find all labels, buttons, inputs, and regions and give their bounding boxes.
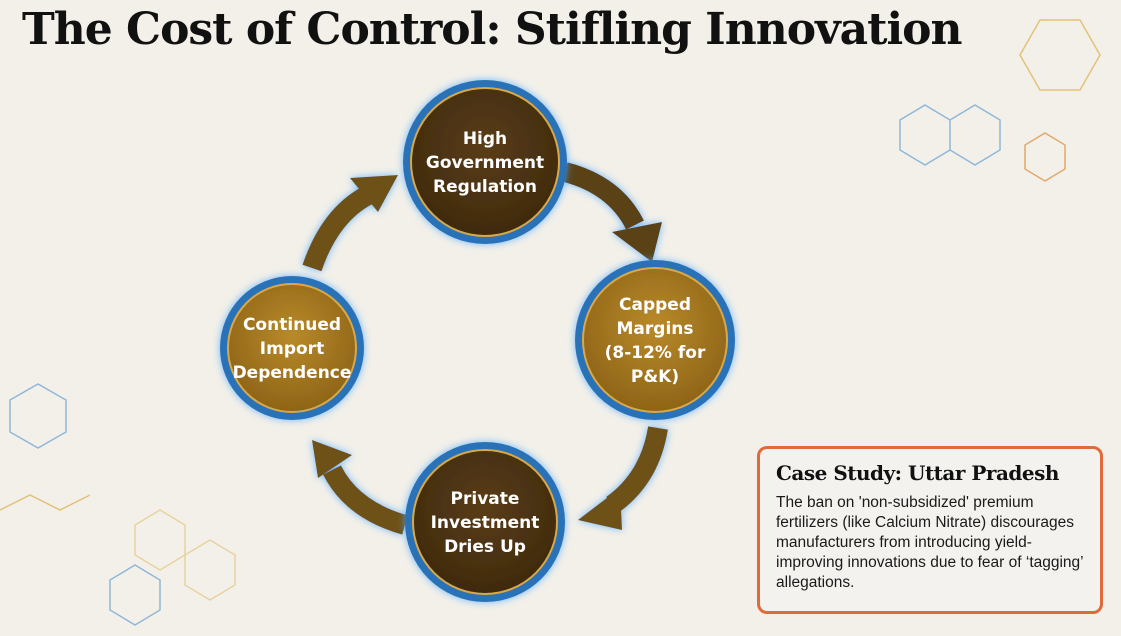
node-label: Continued bbox=[243, 315, 341, 335]
arrowhead-icon bbox=[578, 488, 622, 530]
arrowhead-icon bbox=[350, 175, 398, 212]
node-label: High bbox=[463, 129, 507, 149]
node-label: Dries Up bbox=[444, 537, 526, 557]
node-label: Regulation bbox=[433, 177, 537, 197]
node-label: Private bbox=[451, 489, 520, 509]
node-label: Capped bbox=[619, 295, 691, 315]
arrowhead-icon bbox=[312, 440, 352, 478]
arrow-regulation-to-margins bbox=[562, 162, 644, 230]
node-label: Dependence bbox=[233, 363, 352, 383]
node-label: Import bbox=[260, 339, 324, 359]
arrow-investment-to-import bbox=[323, 465, 408, 535]
node-label: Investment bbox=[431, 513, 540, 533]
node-label: (8-12% for bbox=[605, 343, 706, 363]
molecule-decoration bbox=[0, 19, 1101, 626]
case-study-box: Case Study: Uttar Pradesh The ban on 'no… bbox=[757, 446, 1103, 614]
node-circle bbox=[410, 87, 560, 237]
node-circle bbox=[582, 267, 728, 413]
node-label: Government bbox=[426, 153, 544, 173]
page-title: The Cost of Control: Stifling Innovation bbox=[22, 4, 963, 55]
node-label: P&K) bbox=[631, 367, 679, 387]
cycle-arrows bbox=[302, 162, 668, 535]
node-label: Margins bbox=[617, 319, 694, 339]
arrowhead-icon bbox=[612, 222, 662, 262]
case-study-body: The ban on 'non-subsidized' premium fert… bbox=[776, 494, 1084, 591]
node-circle bbox=[227, 283, 357, 413]
arrow-import-to-regulation bbox=[302, 186, 373, 272]
case-study-heading: Case Study: Uttar Pradesh bbox=[776, 461, 1059, 485]
node-circle bbox=[412, 449, 558, 595]
